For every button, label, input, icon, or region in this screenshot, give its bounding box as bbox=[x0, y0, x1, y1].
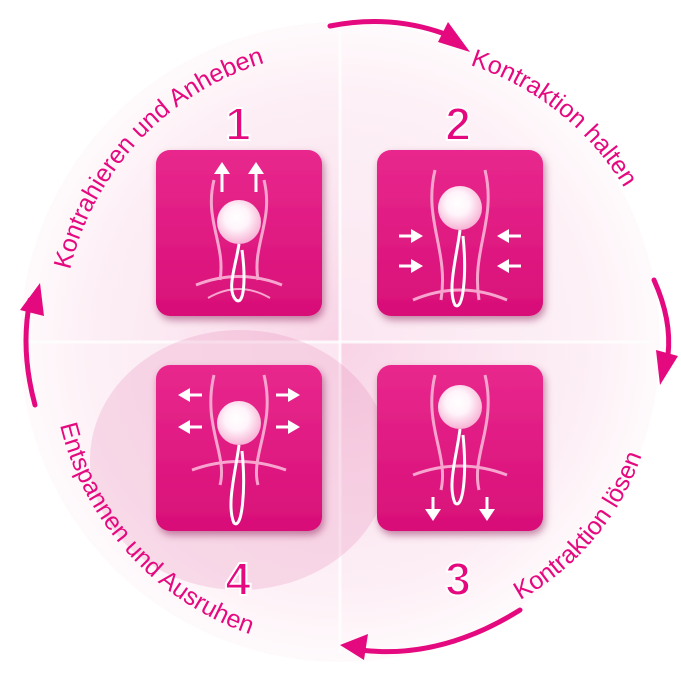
cycle-arrowhead-bottom bbox=[340, 634, 368, 660]
cycle-arrowhead-right bbox=[656, 350, 678, 385]
pelvic-floor-relax-icon bbox=[191, 374, 287, 526]
cycle-arrow-bottom bbox=[357, 607, 523, 655]
step-tile-1 bbox=[156, 150, 322, 316]
pelvic-floor-hold-icon bbox=[412, 169, 508, 308]
cycle-arrowhead-top bbox=[438, 22, 470, 52]
arrow-inward-icon bbox=[399, 229, 521, 273]
step-number-1: 1 bbox=[225, 98, 251, 150]
step-number-4: 4 bbox=[225, 553, 251, 605]
step-tile-2 bbox=[377, 150, 543, 316]
cycle-arrowhead-left bbox=[20, 283, 44, 316]
arrow-outward-icon bbox=[178, 388, 300, 434]
cycle-arrow-right bbox=[651, 277, 672, 358]
pelvic-floor-lift-icon bbox=[195, 179, 283, 303]
step-number-2: 2 bbox=[445, 98, 471, 150]
cycle-arrow-top bbox=[327, 19, 448, 37]
tile-background bbox=[377, 365, 543, 531]
step-number-3: 3 bbox=[445, 553, 471, 605]
step-tile-4 bbox=[156, 365, 322, 531]
pelvic-floor-release-icon bbox=[412, 374, 508, 506]
arrow-down-icon bbox=[425, 497, 495, 521]
arrow-up-icon bbox=[214, 162, 264, 192]
step-tile-3 bbox=[377, 365, 543, 531]
